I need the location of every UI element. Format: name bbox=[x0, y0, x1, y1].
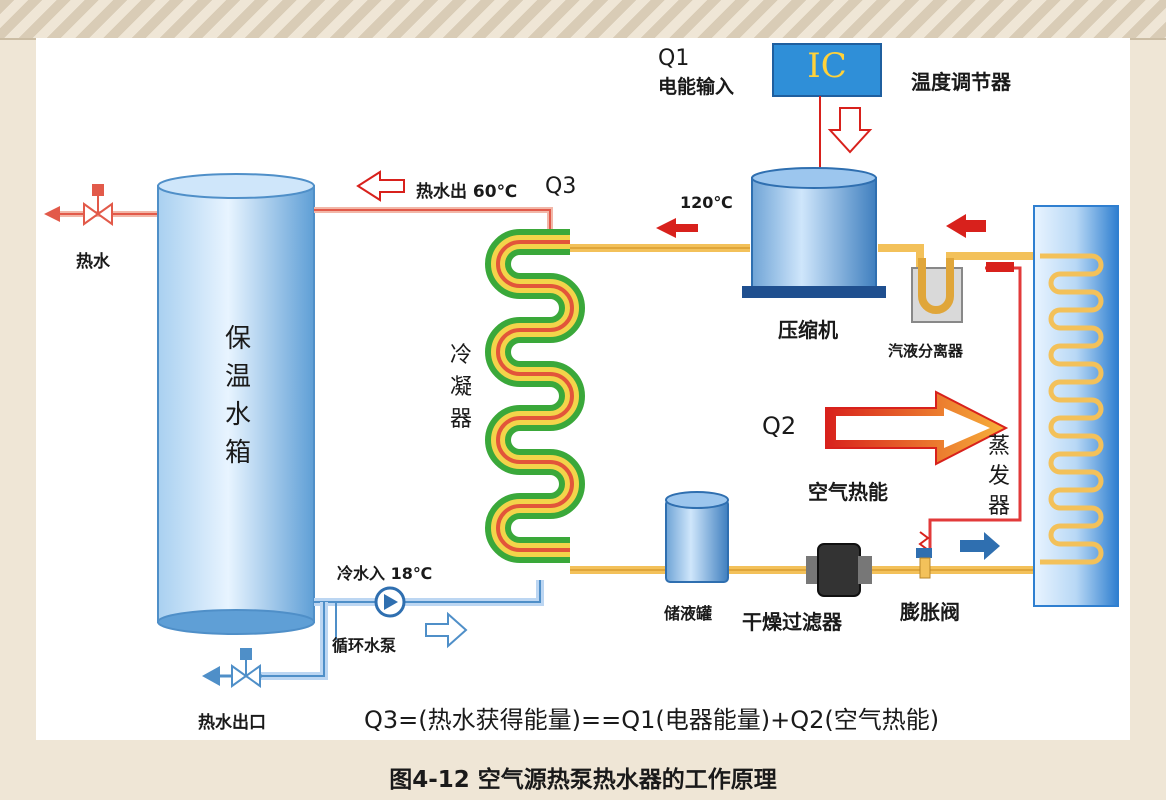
tank-char: 箱 bbox=[224, 438, 251, 468]
insulated-tank bbox=[157, 173, 315, 635]
condenser-char: 冷 bbox=[449, 343, 472, 368]
ic-label: IC bbox=[807, 46, 847, 86]
flow-arrow-icon bbox=[425, 611, 468, 649]
condenser-char: 器 bbox=[449, 407, 472, 432]
cold-water-in-label: 冷水入 18℃ bbox=[337, 564, 433, 583]
flow-marker bbox=[986, 262, 1014, 272]
evaporator-char: 器 bbox=[987, 494, 1010, 519]
liquid-receiver bbox=[665, 491, 729, 583]
hot-water-outlet-label: 热水出口 bbox=[198, 713, 266, 733]
condenser-coil bbox=[485, 229, 585, 563]
q2-label: Q2 bbox=[762, 412, 797, 440]
condenser-char: 凝 bbox=[449, 375, 472, 400]
filter-dryer-label: 干燥过滤器 bbox=[742, 610, 842, 634]
expansion-valve bbox=[916, 531, 932, 579]
figure-caption: 图4-12 空气源热泵热水器的工作原理 bbox=[389, 767, 777, 793]
filter-dryer bbox=[806, 543, 872, 597]
gas-liquid-separator bbox=[911, 258, 963, 323]
separator-label: 汽液分离器 bbox=[888, 342, 964, 360]
evaporator-char: 蒸 bbox=[987, 434, 1010, 459]
tank-label: 保 温 水 箱 bbox=[223, 320, 253, 472]
hot-water-label: 热水 bbox=[76, 252, 110, 272]
condenser-label: 冷 凝 器 bbox=[446, 340, 476, 436]
receiver-label: 储液罐 bbox=[664, 604, 713, 623]
air-heat-label: 空气热能 bbox=[808, 480, 888, 504]
flow-arrow-icon bbox=[656, 218, 698, 238]
flow-arrow-icon bbox=[960, 532, 1000, 560]
compressor-label: 压缩机 bbox=[778, 318, 838, 342]
q1-label: Q1 bbox=[658, 46, 690, 71]
temp-120-label: 120℃ bbox=[680, 193, 733, 212]
valve-icon bbox=[231, 648, 261, 688]
circ-pump-label: 循环水泵 bbox=[332, 636, 397, 655]
pump-icon bbox=[374, 586, 406, 618]
evaporator bbox=[1033, 205, 1119, 607]
expansion-valve-label: 膨胀阀 bbox=[900, 600, 960, 624]
tank-char: 保 bbox=[224, 324, 251, 354]
evaporator-char: 发 bbox=[987, 464, 1010, 489]
evaporator-label: 蒸 发 器 bbox=[984, 432, 1014, 522]
compressor bbox=[742, 167, 886, 298]
q3-label: Q3 bbox=[545, 174, 577, 199]
air-heat-arrow bbox=[825, 390, 1009, 466]
hot-water-out-temp-label: 热水出 60℃ bbox=[416, 182, 518, 202]
equation-label: Q3=(热水获得能量)==Q1(电器能量)+Q2(空气热能) bbox=[364, 706, 940, 734]
power-input-label: 电能输入 bbox=[658, 76, 735, 98]
tank-char: 温 bbox=[224, 362, 251, 392]
valve-icon bbox=[83, 184, 113, 226]
flow-arrow-icon bbox=[946, 214, 986, 238]
thermostat-label: 温度调节器 bbox=[911, 70, 1011, 94]
ic-controller bbox=[772, 43, 882, 172]
tank-char: 水 bbox=[224, 400, 251, 430]
